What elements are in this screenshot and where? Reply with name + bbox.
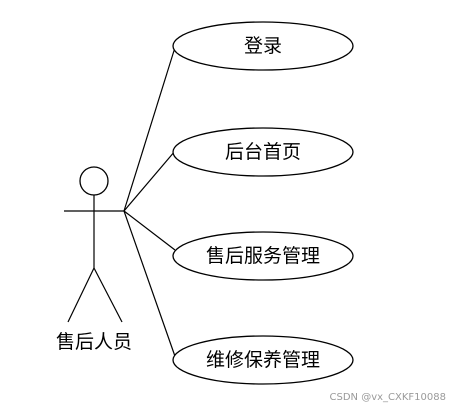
use-case-oval	[172, 127, 354, 177]
actor-head	[79, 166, 109, 196]
use-case-login: 登录	[172, 21, 354, 71]
use-case-oval	[172, 21, 354, 71]
use-case-dashboard: 后台首页	[172, 127, 354, 177]
actor-left-leg	[67, 267, 95, 323]
association-line-after-sales	[123, 210, 176, 251]
association-line-maintenance	[123, 210, 178, 363]
watermark-text: CSDN @vx_CXKF10088	[330, 392, 446, 403]
use-case-oval	[172, 335, 354, 385]
use-case-label: 维修保养管理	[206, 349, 320, 371]
association-line-dashboard	[123, 150, 176, 212]
association-lines	[123, 40, 178, 363]
use-case-maintenance-management: 维修保养管理	[172, 335, 354, 385]
use-case-oval	[172, 231, 354, 281]
actor: 售后人员	[56, 166, 132, 353]
association-line-login	[123, 40, 178, 212]
actor-right-leg	[93, 267, 123, 323]
use-case-after-sales-management: 售后服务管理	[172, 231, 354, 281]
use-case-label: 后台首页	[225, 141, 301, 163]
use-case-label: 登录	[244, 35, 282, 57]
use-case-label: 售后服务管理	[206, 245, 320, 267]
actor-label: 售后人员	[56, 331, 132, 353]
